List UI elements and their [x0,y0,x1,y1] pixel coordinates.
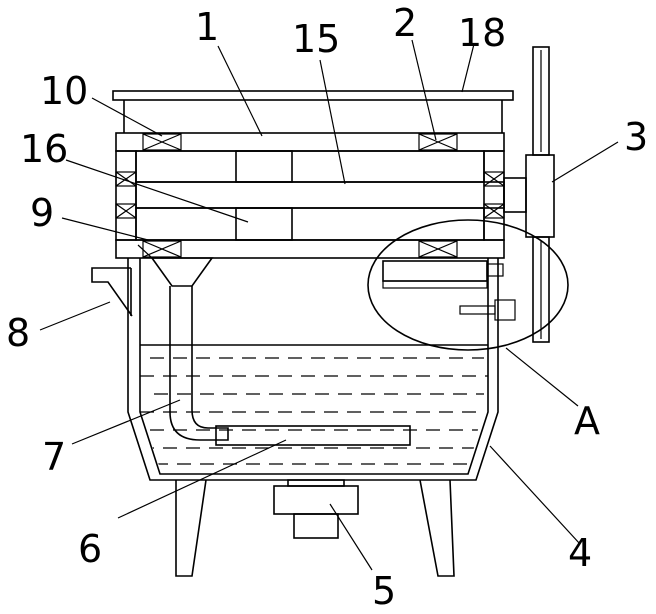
tank-body [128,258,498,480]
bearing-cross-marks [116,134,504,257]
label-18: 18 [458,11,506,55]
label-16: 16 [20,127,68,171]
funnel-and-pipe [138,245,228,440]
label-7: 7 [42,435,66,479]
label-8: 8 [6,311,30,355]
label-4: 4 [568,531,592,575]
label-3: 3 [624,115,648,159]
label-2: 2 [393,1,417,45]
label-15: 15 [292,17,340,61]
leader-lines [40,40,618,570]
top-cover-plate [113,91,513,133]
label-A: A [574,399,600,443]
label-6: 6 [78,527,102,571]
aerator-stone [216,426,410,445]
side-handle [92,268,132,316]
label-10: 10 [40,69,88,113]
label-5: 5 [372,569,396,613]
label-1: 1 [195,5,219,49]
support-legs [176,480,454,576]
roller-assembly [136,151,504,240]
label-9: 9 [30,191,54,235]
